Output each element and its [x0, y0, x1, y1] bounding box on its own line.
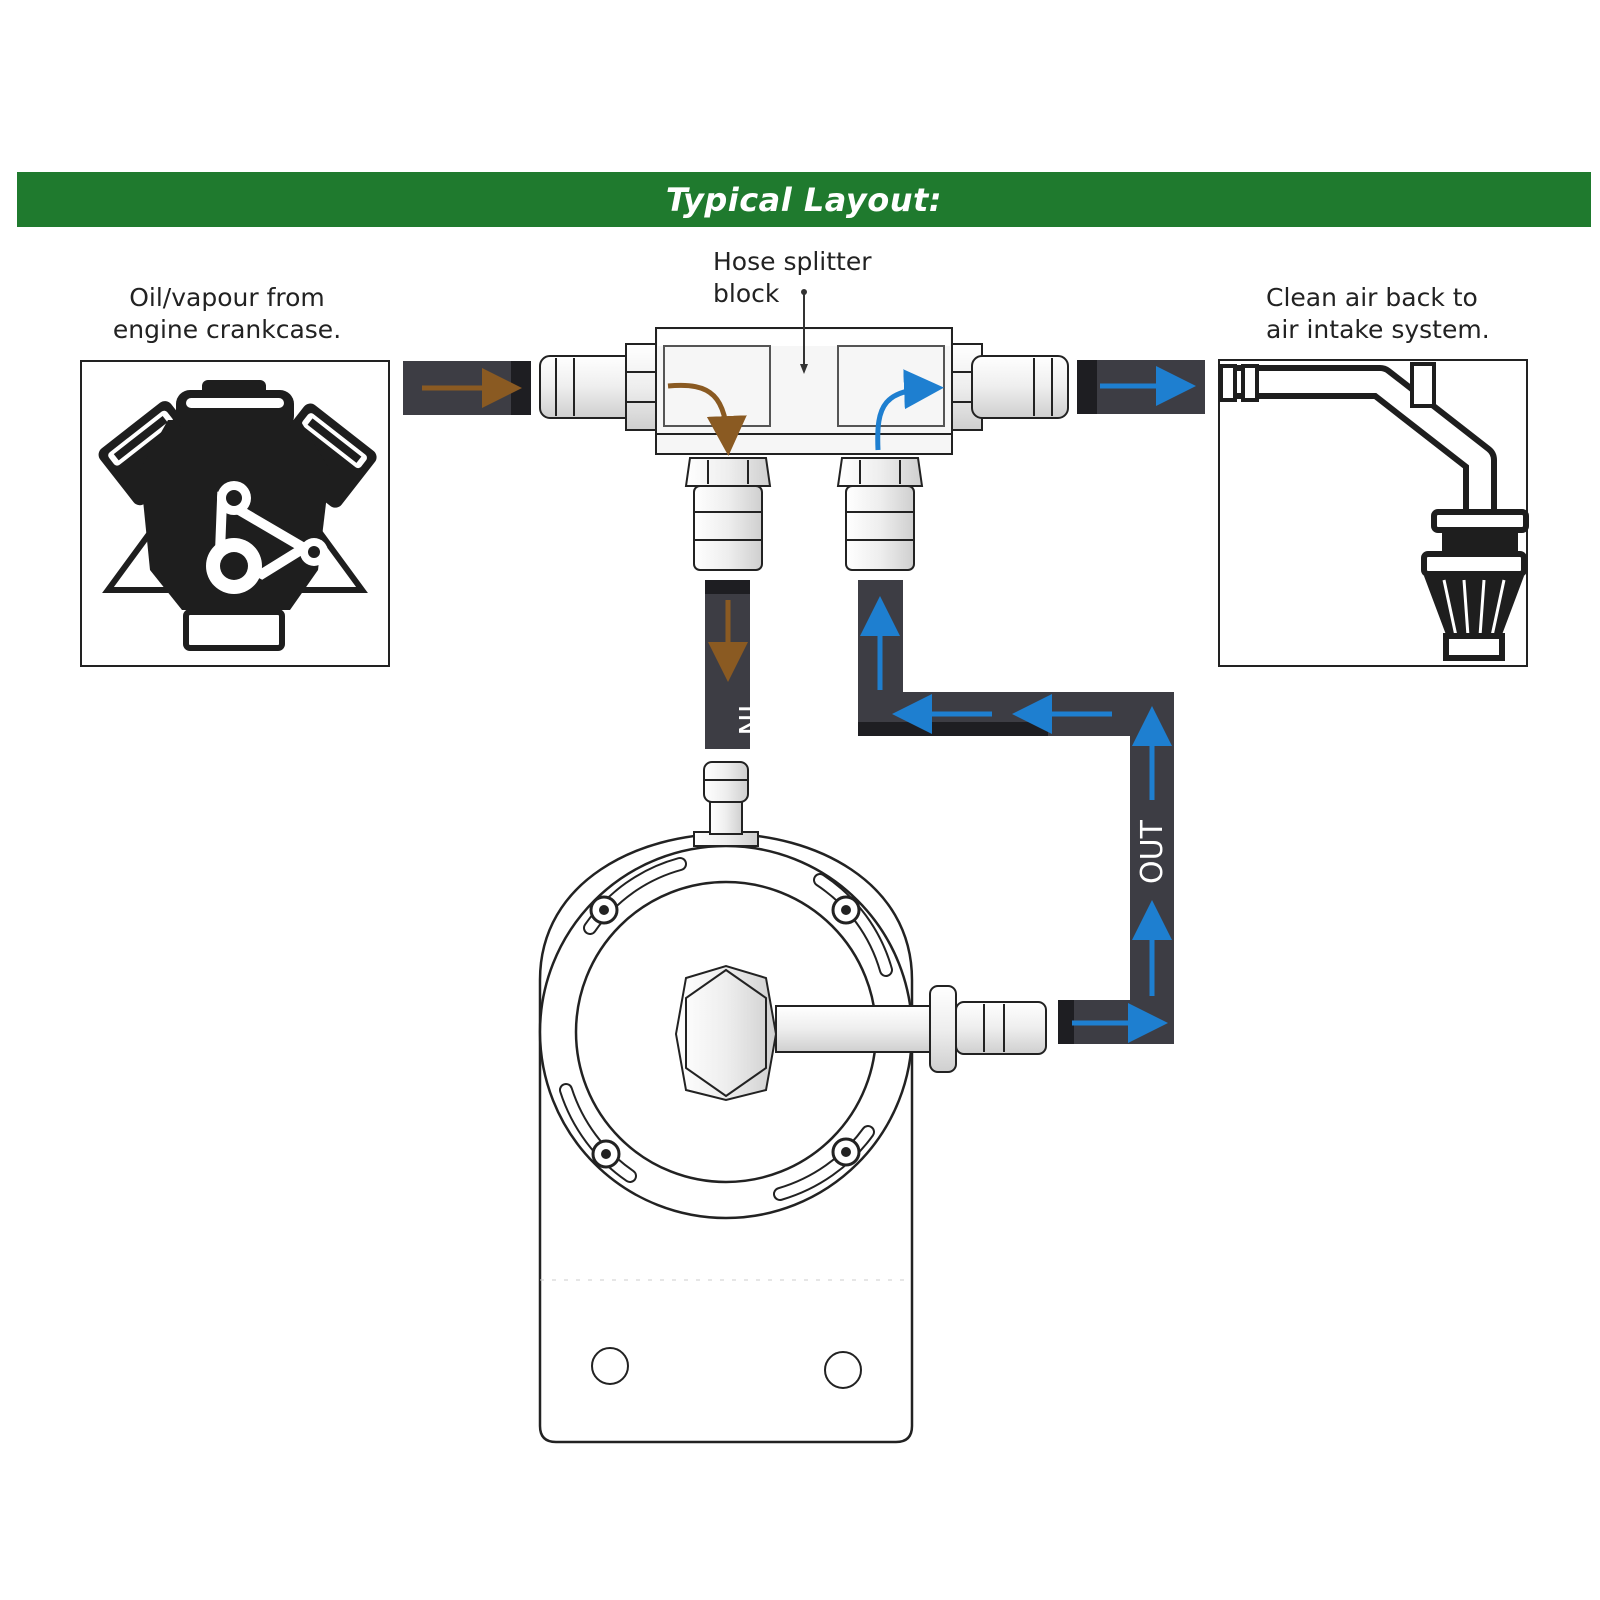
hose-splitter-to-intake: [1077, 360, 1205, 414]
destination-label-line-1: Clean air back to: [1266, 283, 1478, 312]
title-banner: Typical Layout:: [17, 172, 1591, 227]
hose-engine-to-splitter: [403, 361, 531, 415]
splitter-label-line-1: Hose splitter: [713, 247, 872, 276]
source-label-line-1: Oil/vapour from: [129, 283, 325, 312]
catch-can-icon: [538, 761, 1047, 1444]
out-hose-label: OUT: [1135, 819, 1170, 884]
in-hose: IN: [705, 580, 766, 749]
destination-label: Clean air back to air intake system.: [1266, 282, 1490, 346]
engine-panel: [80, 360, 390, 667]
intake-panel: [1218, 359, 1529, 667]
source-label: Oil/vapour from engine crankcase.: [112, 282, 342, 346]
splitter-block-icon: [539, 289, 1069, 571]
air-intake-icon: [1219, 362, 1529, 661]
out-hose: OUT: [858, 580, 1174, 1044]
engine-icon: [98, 380, 377, 651]
splitter-label-line-2: block: [713, 279, 780, 308]
diagram-title: Typical Layout:: [665, 180, 943, 219]
destination-label-line-2: air intake system.: [1266, 315, 1490, 344]
source-label-line-2: engine crankcase.: [112, 315, 342, 344]
in-hose-label: IN: [731, 704, 766, 735]
splitter-label: Hose splitter block: [713, 246, 872, 310]
